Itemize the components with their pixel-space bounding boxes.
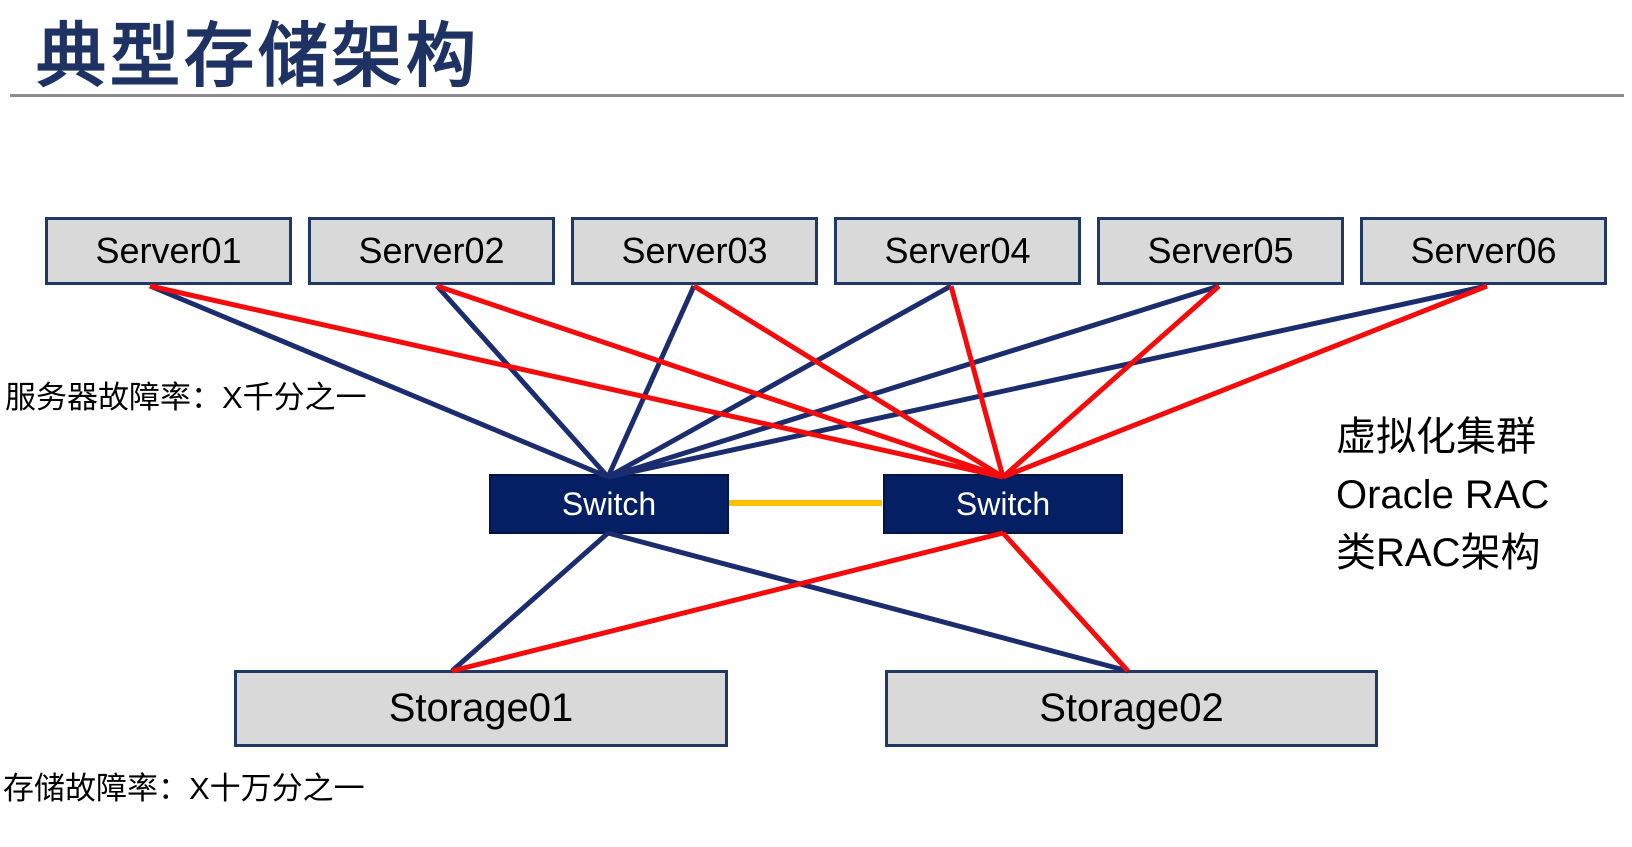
link-server-4-switch-left: [606, 283, 953, 480]
switch-left-label: Switch: [561, 485, 657, 522]
link-server-3-switch-right: [692, 283, 1005, 480]
cluster-note-line-3: 类RAC架构: [1336, 531, 1541, 575]
cluster-note-line-2: Oracle RAC: [1336, 473, 1550, 517]
link-server-5-switch-right: [1001, 284, 1221, 479]
link-switch-right-storage-2: [1001, 531, 1130, 673]
link-server-4-switch-right: [948, 285, 1006, 478]
page-title: 典型存储架构: [36, 17, 480, 95]
link-server-2-switch-right: [436, 283, 1004, 480]
link-switch-left-storage-2: [607, 530, 1129, 674]
switch-left-box: Switch: [489, 474, 729, 534]
title-underline: [10, 94, 1624, 97]
server-label-02: Server02: [358, 230, 505, 271]
server-label-05: Server05: [1147, 230, 1294, 271]
annotation-cluster-note: 虚拟化集群 Oracle RAC 类RAC架构: [1336, 408, 1549, 582]
storage-box-01: Storage01: [234, 670, 728, 747]
server-box-03: Server03: [571, 217, 818, 285]
server-label-03: Server03: [621, 230, 768, 271]
link-server-2-switch-left: [435, 284, 610, 479]
link-server-5-switch-left: [607, 283, 1220, 480]
server-label-06: Server06: [1410, 230, 1557, 271]
server-box-01: Server01: [45, 217, 292, 285]
server-box-02: Server02: [308, 217, 555, 285]
switch-right-box: Switch: [883, 474, 1123, 534]
storage-label-01: Storage01: [388, 686, 574, 730]
server-box-05: Server05: [1097, 217, 1344, 285]
link-switch-right-storage-1: [451, 530, 1004, 674]
switch-right-label: Switch: [955, 485, 1051, 522]
server-label-04: Server04: [884, 230, 1031, 271]
link-server-3-switch-left: [605, 284, 697, 479]
server-box-04: Server04: [834, 217, 1081, 285]
annotation-storage-failure-rate: 存储故障率：X十万分之一: [3, 771, 365, 806]
link-switch-left-storage-1: [450, 531, 610, 673]
storage-box-02: Storage02: [885, 670, 1378, 747]
server-label-01: Server01: [95, 230, 242, 271]
annotation-server-failure-rate: 服务器故障率：X千分之一: [5, 380, 367, 415]
storage-label-02: Storage02: [1039, 686, 1224, 730]
cluster-note-line-1: 虚拟化集群: [1336, 415, 1536, 459]
server-box-06: Server06: [1360, 217, 1607, 285]
